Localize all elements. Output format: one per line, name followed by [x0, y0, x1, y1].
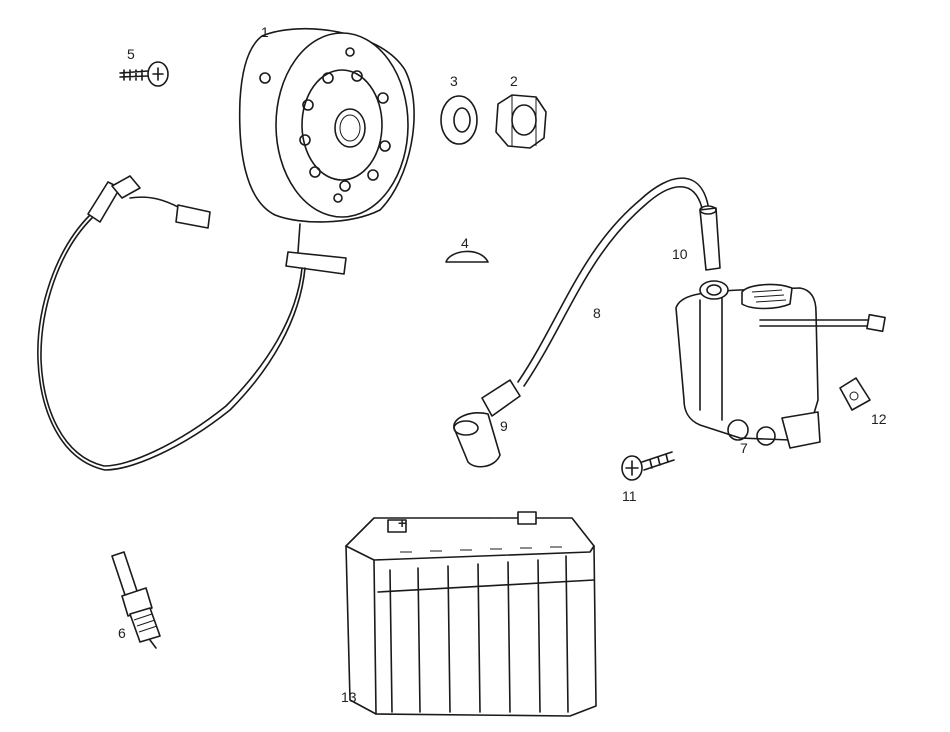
clip-12-part: [839, 377, 871, 411]
spark-plug-part: [111, 551, 161, 649]
part-label-12: 12: [871, 411, 887, 427]
part-label-10: 10: [672, 246, 688, 262]
flywheel-harness: [37, 175, 306, 471]
part-label-11: 11: [622, 488, 637, 504]
cable-boot-part: [699, 205, 721, 271]
battery-part: [345, 511, 597, 717]
part-label-2: 2: [510, 73, 518, 89]
washer-part: [440, 95, 478, 145]
flywheel-part: [238, 27, 415, 275]
ignition-coil-part: [675, 280, 886, 449]
part-label-8: 8: [593, 305, 601, 321]
part-label-3: 3: [450, 73, 458, 89]
nut-part: [495, 94, 547, 149]
battery-minus-marking: −: [492, 511, 500, 525]
part-label-4: 4: [461, 235, 469, 251]
battery-plus-marking: +: [398, 515, 407, 531]
part-label-9: 9: [500, 418, 508, 434]
part-label-6: 6: [118, 625, 126, 641]
plug-cap-part: [453, 379, 521, 468]
part-label-7: 7: [740, 440, 748, 456]
part-label-1: 1: [261, 24, 269, 40]
hv-cable-part: [517, 177, 709, 387]
part-label-5: 5: [127, 46, 135, 62]
woodruff-key-part: [445, 250, 489, 263]
part-label-13: 13: [341, 689, 357, 705]
screw-5-part: [119, 61, 169, 87]
screw-11-part: [621, 451, 675, 481]
